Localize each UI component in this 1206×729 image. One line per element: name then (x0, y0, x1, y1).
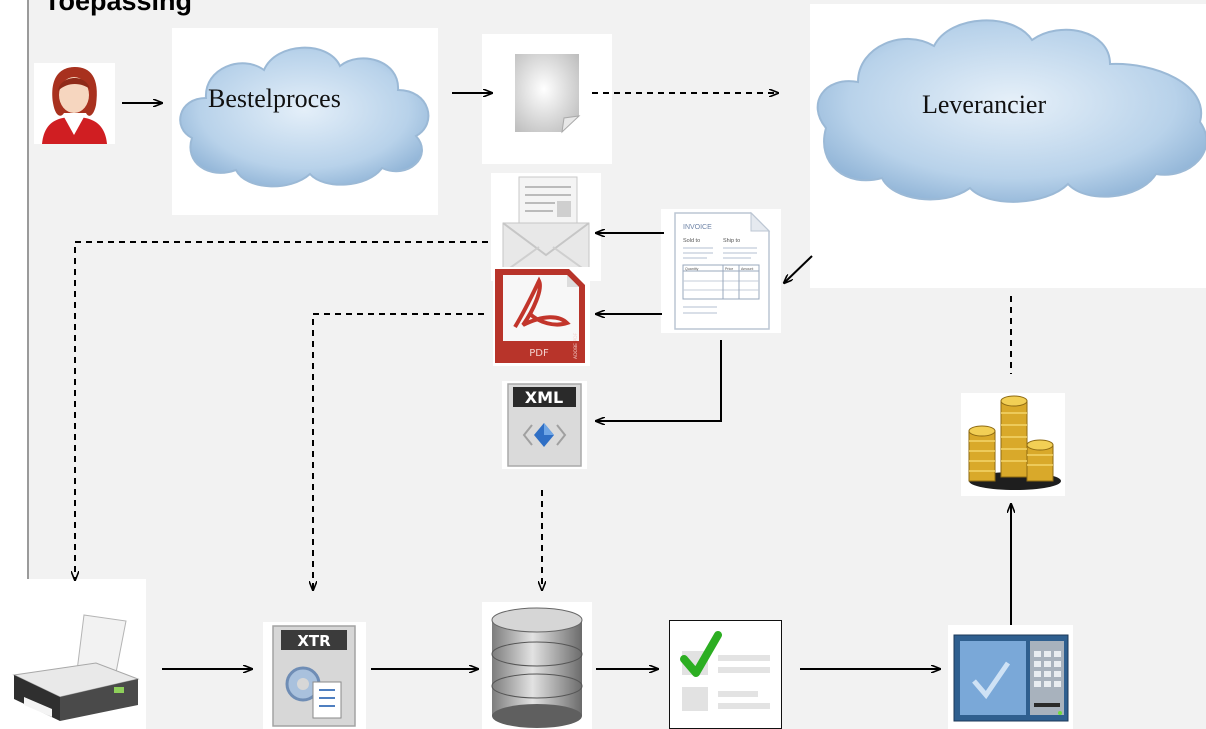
arrow-supplier-to-invoice (784, 255, 813, 283)
database-icon (482, 602, 592, 729)
invoice-col-amount: Amount (741, 267, 753, 271)
invoice-ship-to: Ship to (723, 238, 740, 244)
invoice-col-quantity: Quantity (685, 267, 699, 271)
xtr-processing-icon: XTR (263, 622, 366, 729)
order-process-cloud: Bestelproces (172, 28, 438, 215)
xml-label: XML (525, 388, 563, 407)
pdf-label: PDF (529, 348, 549, 359)
invoice-col-price: Price (725, 267, 733, 271)
pdf-side-text: ADOBE PDF (573, 332, 579, 359)
payment-terminal-icon (948, 625, 1073, 729)
dashed-pdf-to-xtr (313, 313, 484, 590)
user-icon (34, 63, 115, 144)
xtr-label: XTR (297, 632, 331, 650)
xml-file-icon: XML (502, 381, 587, 469)
invoice-document-icon: INVOICE Sold to Ship to Quantity Price A… (661, 209, 781, 333)
diagram-title: Toepassing (44, 0, 193, 16)
invoice-heading: INVOICE (683, 224, 712, 231)
order-process-label: Bestelproces (208, 84, 341, 113)
invoice-sold-to: Sold to (683, 238, 700, 244)
email-envelope-icon (491, 173, 601, 281)
gold-coins-icon (961, 393, 1065, 496)
printer-scanner-icon (0, 579, 146, 729)
pdf-file-icon: PDF ADOBE PDF (493, 267, 590, 366)
blank-document-icon (482, 34, 612, 164)
arrow-invoice-to-xml (596, 340, 722, 421)
supplier-cloud: Leverancier (810, 4, 1206, 288)
dashed-email-to-printer (75, 241, 488, 580)
supplier-label: Leverancier (922, 90, 1047, 119)
